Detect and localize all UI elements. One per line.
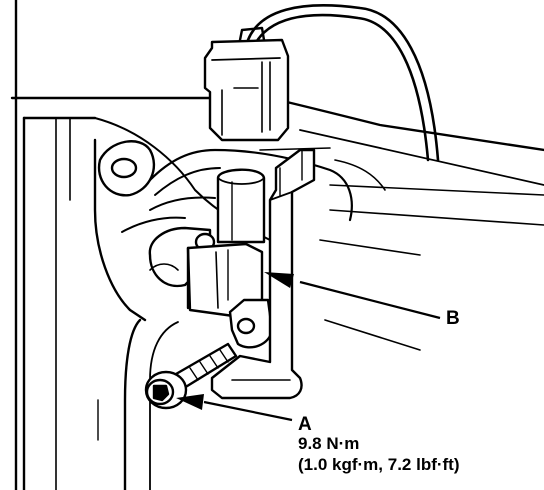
callout-label-b: B <box>446 308 460 329</box>
wire-harness <box>121 4 440 233</box>
torque-spec-nm: 9.8 N·m <box>298 434 360 453</box>
sensor-body <box>148 168 274 349</box>
torque-spec-alt-units: (1.0 kgf·m, 7.2 lbf·ft) <box>298 455 460 474</box>
callout-label-a: A <box>298 414 312 435</box>
callout-a-leader <box>176 394 293 422</box>
callout-b-leader <box>264 272 441 320</box>
bracket <box>210 148 316 400</box>
mount-hole <box>97 140 156 197</box>
upper-rim <box>259 96 544 351</box>
harness-connector <box>203 26 290 142</box>
body-panel <box>10 0 272 490</box>
torx-bolt <box>144 342 238 410</box>
